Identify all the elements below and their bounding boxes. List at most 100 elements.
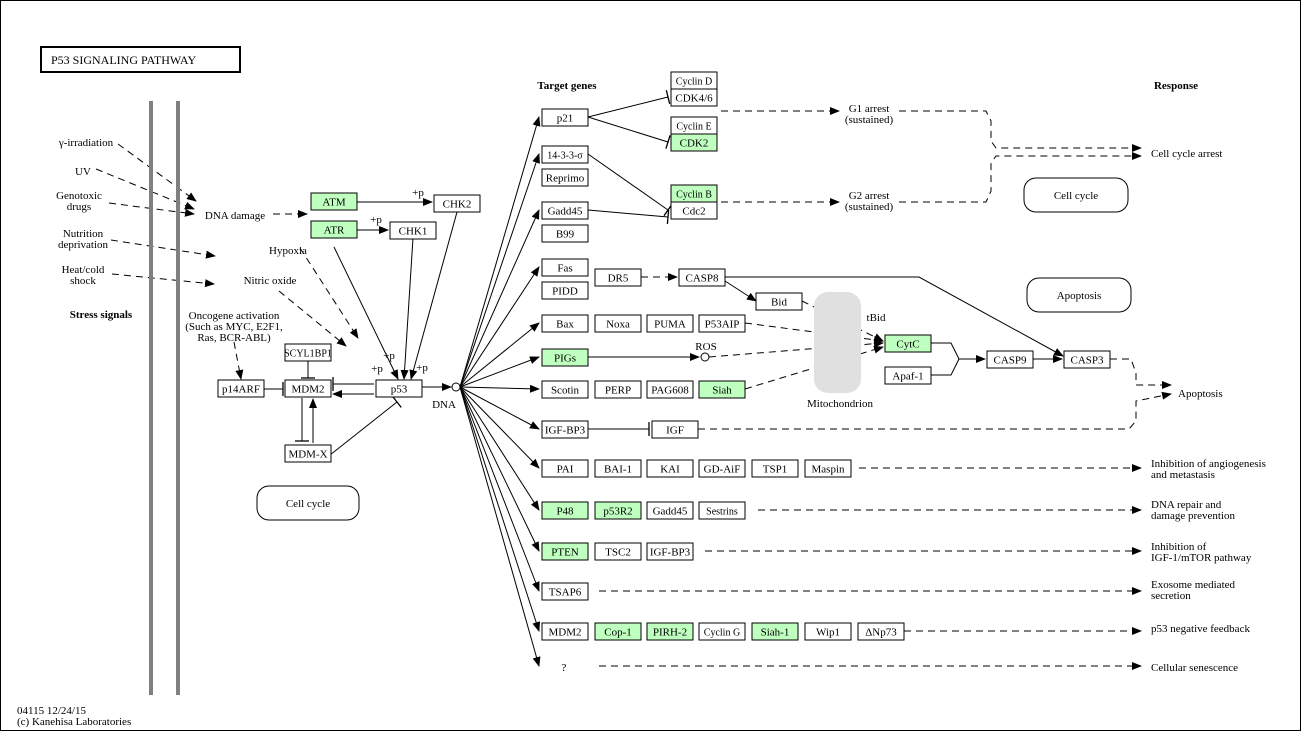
gene-box[interactable] <box>884 334 932 353</box>
gene-node-dr5[interactable]: DR5 <box>594 268 642 287</box>
gene-node-bai1[interactable]: BAI-1 <box>594 459 642 478</box>
gene-node-mdmx[interactable]: MDM-X <box>284 444 332 463</box>
gene-node-cycline[interactable]: Cyclin E <box>670 116 718 135</box>
gene-node-atr[interactable]: ATR <box>310 220 358 239</box>
pathway-map-link[interactable] <box>1023 177 1129 213</box>
gene-box[interactable] <box>594 268 642 287</box>
gene-box[interactable] <box>541 459 589 478</box>
gene-box[interactable] <box>541 622 589 641</box>
gene-node-mdm2a[interactable]: MDM2 <box>284 379 332 398</box>
gene-box[interactable] <box>646 459 694 478</box>
gene-box[interactable] <box>594 622 642 641</box>
gene-node-s1433[interactable]: 14-3-3-σ <box>541 145 589 164</box>
gene-node-p53aip[interactable]: P53AIP <box>698 314 746 333</box>
gene-node-sestrins[interactable]: Sestrins <box>698 501 746 520</box>
gene-node-siah[interactable]: Siah <box>698 380 746 399</box>
gene-box[interactable] <box>284 444 332 463</box>
gene-box[interactable] <box>755 292 803 311</box>
gene-box[interactable] <box>698 459 746 478</box>
gene-node-pai[interactable]: PAI <box>541 459 589 478</box>
gene-node-p53r2[interactable]: p53R2 <box>594 501 642 520</box>
gene-node-fas[interactable]: Fas <box>541 258 589 277</box>
gene-box[interactable] <box>804 459 852 478</box>
gene-box[interactable] <box>751 622 799 641</box>
gene-node-gdaif[interactable]: GD-AiF <box>698 459 746 478</box>
gene-node-pigs[interactable]: PIGs <box>541 348 589 367</box>
gene-node-gadd45b[interactable]: Gadd45 <box>646 501 694 520</box>
gene-box[interactable] <box>541 108 589 127</box>
gene-node-gadd45a[interactable]: Gadd45 <box>541 201 589 220</box>
gene-box[interactable] <box>541 168 589 187</box>
gene-node-p21[interactable]: p21 <box>541 108 589 127</box>
gene-node-scyl1bp1[interactable]: SCYL1BP1 <box>284 343 332 362</box>
gene-node-tsap6[interactable]: TSAP6 <box>541 582 589 601</box>
gene-box[interactable] <box>594 314 642 333</box>
gene-box[interactable] <box>678 268 726 287</box>
gene-box[interactable] <box>217 379 265 398</box>
gene-node-casp9[interactable]: CASP9 <box>986 350 1034 369</box>
gene-box[interactable] <box>284 343 332 362</box>
gene-box[interactable] <box>375 379 423 398</box>
gene-box[interactable] <box>541 501 589 520</box>
gene-node-chk1[interactable]: CHK1 <box>389 221 437 240</box>
gene-box[interactable] <box>594 459 642 478</box>
gene-box[interactable] <box>541 348 589 367</box>
gene-box[interactable] <box>698 622 746 641</box>
gene-box[interactable] <box>541 224 589 243</box>
gene-node-puma[interactable]: PUMA <box>646 314 694 333</box>
gene-box[interactable] <box>646 622 694 641</box>
gene-node-igfbp3b[interactable]: IGF-BP3 <box>646 542 694 561</box>
gene-box[interactable] <box>670 201 718 220</box>
gene-node-cdk2[interactable]: CDK2 <box>670 133 718 152</box>
pathway-map-link[interactable] <box>1026 277 1132 313</box>
gene-node-cop1[interactable]: Cop-1 <box>594 622 642 641</box>
gene-box[interactable] <box>804 622 852 641</box>
gene-box[interactable] <box>541 314 589 333</box>
gene-box[interactable] <box>857 622 905 641</box>
gene-node-wip1[interactable]: Wip1 <box>804 622 852 641</box>
gene-box[interactable] <box>541 145 589 164</box>
gene-node-igfbp3a[interactable]: IGF-BP3 <box>541 420 589 439</box>
gene-node-kai[interactable]: KAI <box>646 459 694 478</box>
gene-box[interactable] <box>541 281 589 300</box>
gene-box[interactable] <box>594 542 642 561</box>
gene-box[interactable] <box>284 379 332 398</box>
gene-box[interactable] <box>594 380 642 399</box>
gene-box[interactable] <box>670 133 718 152</box>
gene-box[interactable] <box>389 221 437 240</box>
gene-node-pten[interactable]: PTEN <box>541 542 589 561</box>
gene-node-pirh2[interactable]: PIRH-2 <box>646 622 694 641</box>
gene-box[interactable] <box>670 88 718 107</box>
gene-node-p14arf[interactable]: p14ARF <box>217 379 265 398</box>
gene-box[interactable] <box>310 220 358 239</box>
gene-box[interactable] <box>310 192 358 211</box>
gene-node-bax[interactable]: Bax <box>541 314 589 333</box>
gene-node-cdc2[interactable]: Cdc2 <box>670 201 718 220</box>
gene-box[interactable] <box>541 201 589 220</box>
gene-node-mdm2b[interactable]: MDM2 <box>541 622 589 641</box>
gene-box[interactable] <box>594 501 642 520</box>
gene-node-atm[interactable]: ATM <box>310 192 358 211</box>
gene-node-noxa[interactable]: Noxa <box>594 314 642 333</box>
gene-node-bid[interactable]: Bid <box>755 292 803 311</box>
gene-node-p48[interactable]: P48 <box>541 501 589 520</box>
gene-node-b99[interactable]: B99 <box>541 224 589 243</box>
gene-box[interactable] <box>651 420 699 439</box>
gene-box[interactable] <box>646 314 694 333</box>
gene-node-casp3[interactable]: CASP3 <box>1063 350 1111 369</box>
gene-node-dnp73[interactable]: ΔNp73 <box>857 622 905 641</box>
gene-box[interactable] <box>698 501 746 520</box>
gene-node-scotin[interactable]: Scotin <box>541 380 589 399</box>
gene-node-chk2[interactable]: CHK2 <box>433 194 481 213</box>
gene-box[interactable] <box>698 380 746 399</box>
gene-node-tsp1[interactable]: TSP1 <box>751 459 799 478</box>
gene-node-pidd[interactable]: PIDD <box>541 281 589 300</box>
gene-box[interactable] <box>541 542 589 561</box>
gene-box[interactable] <box>751 459 799 478</box>
gene-box[interactable] <box>646 501 694 520</box>
gene-node-cdk46[interactable]: CDK4/6 <box>670 88 718 107</box>
gene-node-igf[interactable]: IGF <box>651 420 699 439</box>
gene-box[interactable] <box>884 366 932 385</box>
gene-node-cycling[interactable]: Cyclin G <box>698 622 746 641</box>
gene-box[interactable] <box>986 350 1034 369</box>
